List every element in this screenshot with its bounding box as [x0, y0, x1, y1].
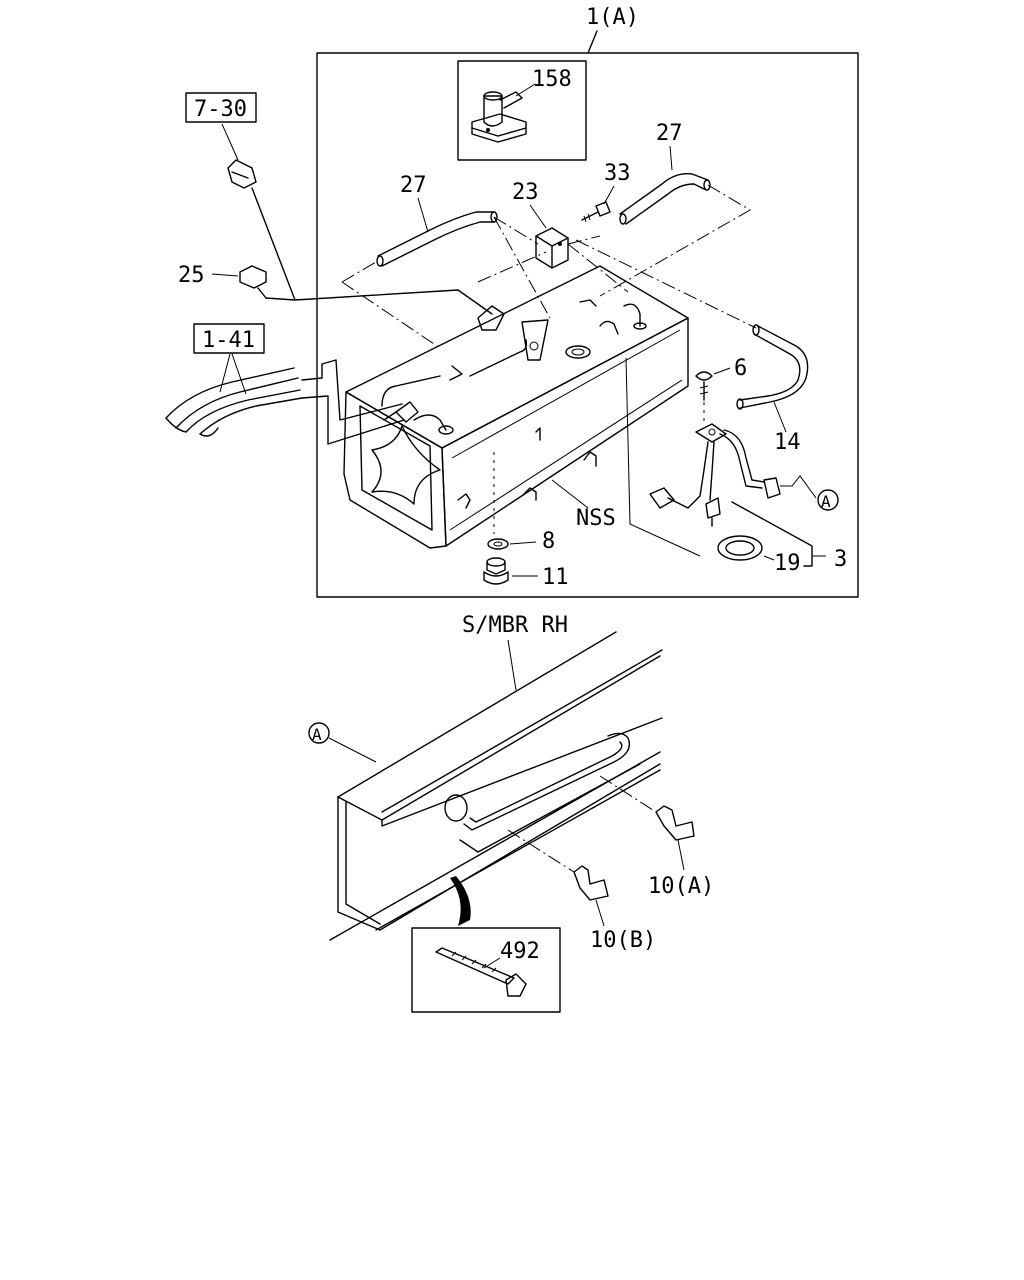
fuel-lines-1-41 [165, 353, 405, 445]
callout-a-lower [308, 722, 377, 763]
ref-7-30-box [185, 92, 257, 123]
label-part-158: 158 [532, 67, 572, 92]
hose-27-left-guide [341, 216, 551, 349]
sender-wire-to-a [780, 475, 817, 499]
fuel-cap-part [221, 123, 296, 301]
label-part-25: 25 [178, 263, 205, 288]
label-part-14: 14 [774, 430, 801, 455]
label-main-assembly: 1(A) [586, 5, 639, 30]
label-part-8: 8 [542, 529, 555, 554]
label-part-3: 3 [834, 547, 847, 572]
vent-line [265, 289, 493, 315]
label-part-19: 19 [774, 551, 801, 576]
fuel-tank-body [343, 265, 689, 549]
nss-leader [551, 479, 589, 509]
inset-492-box [411, 927, 561, 1013]
label-callout-a-right: A [821, 492, 831, 511]
label-ref-7-30: 7-30 [194, 97, 247, 122]
gasket-19 [717, 535, 775, 561]
clip-10b-guide [507, 829, 575, 873]
label-part-6: 6 [734, 356, 747, 381]
label-nss: NSS [576, 506, 616, 531]
main-assembly-frame [316, 30, 859, 598]
washer-8 [487, 538, 537, 550]
clip-10a [655, 805, 695, 871]
hose-14-guide [575, 239, 757, 329]
hose-27-right [619, 145, 711, 225]
part-25-fitting [211, 265, 267, 299]
label-part-10b: 10(B) [590, 928, 656, 953]
callout-a-right [817, 489, 839, 511]
s-mbr-leader [507, 639, 517, 691]
label-part-11: 11 [542, 565, 569, 590]
hose-27-left [376, 197, 498, 267]
label-part-23: 23 [512, 180, 539, 205]
connector-23 [529, 204, 569, 269]
drain-plug-11 [483, 557, 538, 585]
label-part-33: 33 [604, 161, 631, 186]
label-part-27-right: 27 [656, 121, 683, 146]
label-part-492: 492 [500, 939, 540, 964]
hose-14 [736, 324, 809, 433]
label-callout-a-lower: A [312, 725, 322, 744]
inset-158-box [457, 60, 587, 161]
label-s-mbr-rh: S/MBR RH [462, 613, 568, 638]
label-part-10a: 10(A) [648, 874, 714, 899]
label-part-27-left: 27 [400, 173, 427, 198]
ref-1-41-box [193, 323, 265, 354]
screw-33 [581, 185, 615, 223]
screw-6 [695, 367, 731, 401]
clip-10a-guide [599, 775, 657, 813]
sender-unit-3 [649, 423, 781, 527]
hose-27-right-guide [599, 184, 751, 297]
connector-23-guide [477, 235, 629, 293]
side-member-channel [329, 631, 663, 941]
gasket-19-guide [625, 357, 701, 557]
label-ref-1-41: 1-41 [202, 328, 255, 353]
arrow-to-492 [450, 876, 471, 926]
clip-10b [573, 865, 609, 927]
